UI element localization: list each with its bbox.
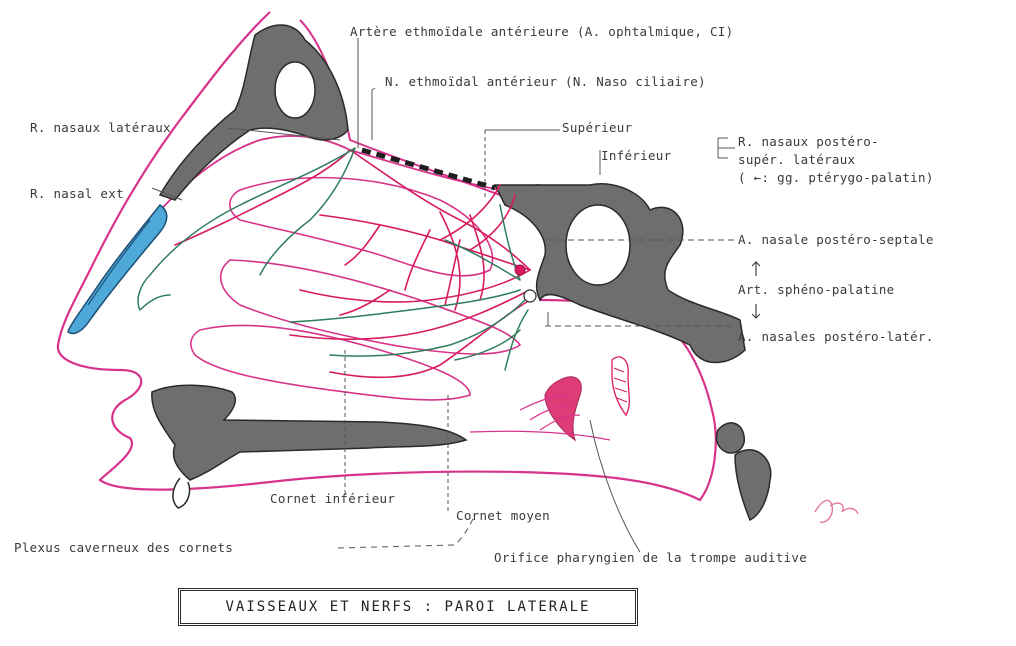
incisor-outline (173, 478, 190, 508)
torus-tubarius (612, 357, 629, 415)
label-art-ethmoidale-ant: Artère ethmoïdale antérieure (A. ophtalm… (350, 24, 733, 39)
posterior-bone-upper (716, 423, 744, 453)
label-cornet-moyen: Cornet moyen (456, 508, 550, 523)
label-a-nasale-postero-septale: A. nasale postéro-septale (738, 232, 934, 247)
label-r-nasal-ext: R. nasal ext (30, 186, 124, 201)
turbinate-superior (230, 178, 493, 276)
label-r-nasaux-postero-sup-1: R. nasaux postéro- (738, 134, 879, 149)
label-r-nasaux-lateraux: R. nasaux latéraux (30, 120, 171, 135)
sphenopalatine-foramen (515, 265, 525, 275)
label-r-nasaux-postero-sup-2: supér. latéraux (738, 152, 855, 167)
pterygopalatine-ganglion (524, 290, 536, 302)
label-cornet-inferieur: Cornet inférieur (270, 491, 395, 506)
signature (815, 500, 858, 522)
label-superieur: Supérieur (562, 120, 632, 135)
label-n-ethmoidal-ant: N. ethmoïdal antérieur (N. Naso ciliaire… (385, 74, 706, 89)
nasal-bone (68, 205, 167, 334)
posterior-bone-lower (735, 450, 771, 520)
label-inferieur: Inférieur (601, 148, 671, 163)
label-orifice-pharyngien: Orifice pharyngien de la trompe auditive (494, 550, 807, 565)
arrow-up (752, 262, 760, 276)
diagram-title: VAISSEAUX ET NERFS : PAROI LATERALE (178, 588, 638, 626)
arrow-down (752, 304, 760, 318)
diagram-title-text: VAISSEAUX ET NERFS : PAROI LATERALE (225, 599, 590, 615)
eustachian-lines (470, 395, 610, 440)
turbinate-inferior (191, 326, 470, 400)
label-a-nasales-postero-later: A. nasales postéro-latér. (738, 329, 934, 344)
label-r-nasaux-postero-sup-3: ( ←: gg. ptérygo-palatin) (738, 170, 934, 185)
frontal-sinus (275, 62, 315, 118)
eustachian-orifice (545, 377, 581, 440)
label-plexus-caverneux: Plexus caverneux des cornets (14, 540, 233, 555)
label-art-spheno-palatine: Art. sphéno-palatine (738, 282, 895, 297)
sphenoid-sinus (566, 205, 630, 285)
